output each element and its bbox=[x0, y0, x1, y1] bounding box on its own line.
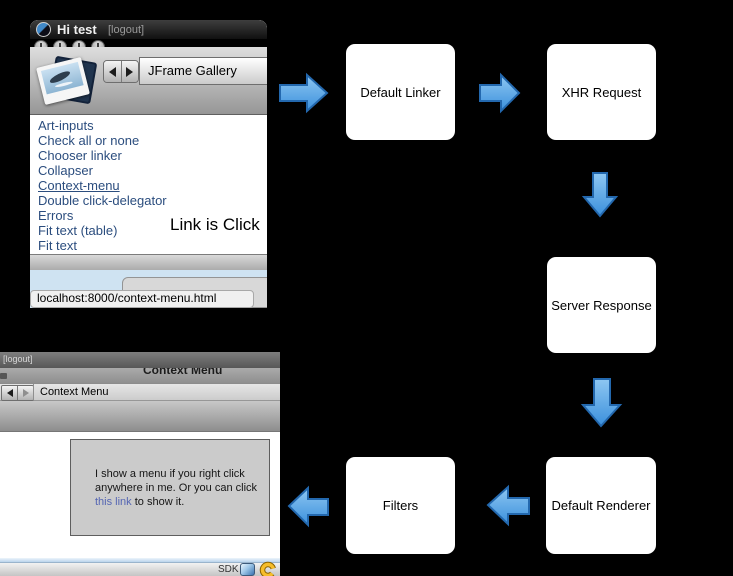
photo-gallery-icon bbox=[36, 52, 98, 110]
context-nav-buttons bbox=[1, 385, 34, 401]
context-demo-box[interactable]: I show a menu if you right click anywher… bbox=[70, 439, 270, 536]
taskbar-sdk-label: SDK bbox=[218, 564, 239, 575]
this-link[interactable]: this link bbox=[95, 496, 132, 508]
gallery-link-context-menu[interactable]: Context-menu bbox=[38, 178, 120, 193]
gallery-button-row bbox=[30, 39, 267, 54]
flow-box-filters: Filters bbox=[346, 457, 455, 554]
context-browser-window: [logout] Context Menu Context Menu I sho… bbox=[0, 352, 280, 576]
arrow-right-to-xhr-request bbox=[479, 72, 521, 114]
context-demo-text: I show a menu if you right click anywher… bbox=[95, 468, 258, 508]
gallery-link[interactable]: Collapser bbox=[38, 163, 93, 178]
flow-box-default-linker: Default Linker bbox=[346, 44, 455, 140]
forward-icon bbox=[22, 389, 29, 397]
context-toolbar-gradient bbox=[0, 401, 280, 432]
forward-button[interactable] bbox=[17, 386, 33, 400]
gallery-window-title: Hi test bbox=[57, 22, 97, 37]
gallery-link[interactable]: Fit text bbox=[38, 238, 78, 253]
back-button[interactable] bbox=[2, 386, 17, 400]
window-widget-icon bbox=[0, 373, 7, 379]
back-icon bbox=[6, 389, 13, 397]
arrow-down-to-default-renderer bbox=[580, 378, 623, 428]
context-page-title: Context Menu bbox=[143, 368, 223, 377]
toolbar-divider bbox=[33, 384, 34, 400]
taskbar-swirl-icon[interactable] bbox=[259, 561, 277, 576]
back-icon bbox=[108, 66, 116, 77]
context-blue-strip bbox=[0, 558, 280, 562]
context-titlebar: [logout] bbox=[0, 352, 280, 368]
context-logout-link[interactable]: [logout] bbox=[3, 354, 33, 364]
gallery-logout-link[interactable]: [logout] bbox=[108, 24, 145, 36]
gallery-browser-window: Hi test [logout] JFrame Gallery Art- bbox=[30, 20, 267, 308]
context-content-area: I show a menu if you right click anywher… bbox=[0, 432, 280, 558]
context-toolbar: Context Menu bbox=[0, 383, 280, 401]
context-toolbar-title: Context Menu bbox=[40, 386, 109, 398]
flow-box-default-renderer: Default Renderer bbox=[546, 457, 656, 554]
gallery-link-list: Art-inputs Check all or none Chooser lin… bbox=[30, 115, 267, 254]
gallery-heading-dropdown[interactable]: JFrame Gallery bbox=[139, 57, 267, 85]
gallery-link[interactable]: Check all or none bbox=[38, 133, 140, 148]
flow-box-server-response: Server Response bbox=[547, 257, 656, 353]
gallery-link[interactable]: Chooser linker bbox=[38, 148, 122, 163]
back-button[interactable] bbox=[104, 61, 121, 82]
context-heading-band: Context Menu bbox=[0, 368, 280, 383]
arrow-left-to-filters bbox=[486, 484, 530, 527]
annotation-link-is-clicked: Link is Click bbox=[170, 215, 260, 234]
gallery-link[interactable]: Art-inputs bbox=[38, 118, 94, 133]
gallery-divider-bar bbox=[30, 254, 267, 270]
forward-button[interactable] bbox=[120, 61, 138, 82]
arrow-down-to-server-response bbox=[581, 172, 619, 218]
gallery-nav-buttons bbox=[103, 60, 139, 83]
arrow-right-to-default-linker bbox=[279, 72, 329, 114]
app-logo-icon bbox=[36, 22, 51, 37]
taskbar-app-icon[interactable] bbox=[240, 563, 255, 576]
forward-icon bbox=[126, 66, 134, 77]
arrow-left-to-context-window bbox=[287, 485, 329, 528]
gallery-link[interactable]: Double click-delegator bbox=[38, 193, 167, 208]
gallery-link[interactable]: Fit text (table) bbox=[38, 223, 118, 238]
gallery-link[interactable]: Errors bbox=[38, 208, 74, 223]
gallery-titlebar: Hi test [logout] bbox=[30, 20, 267, 39]
status-url-tooltip: localhost:8000/context-menu.html bbox=[30, 290, 254, 308]
flow-box-xhr-request: XHR Request bbox=[547, 44, 656, 140]
taskbar: SDK bbox=[0, 561, 280, 576]
